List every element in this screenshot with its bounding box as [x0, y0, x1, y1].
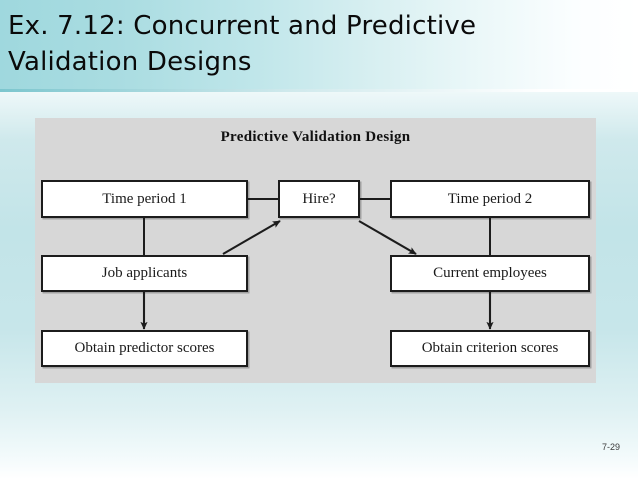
- node-obtain-criterion-scores: Obtain criterion scores: [390, 330, 590, 367]
- node-time-period-1: Time period 1: [41, 180, 248, 218]
- page-title: Ex. 7.12: Concurrent and Predictive Vali…: [8, 11, 477, 77]
- slide-title-band: Ex. 7.12: Concurrent and Predictive Vali…: [0, 0, 638, 92]
- node-current-employees: Current employees: [390, 255, 590, 292]
- connector-time-period-1-to-hire: [248, 198, 278, 200]
- node-hire: Hire?: [278, 180, 360, 218]
- figure-title: Predictive Validation Design: [220, 129, 411, 145]
- arrow-hire-to-current-employees: [358, 220, 417, 255]
- connector-time-period-1-to-job-applicants: [143, 218, 145, 255]
- node-job-applicants: Job applicants: [41, 255, 248, 292]
- page-number: 7-29: [601, 442, 620, 452]
- connector-time-period-2-to-current-employees: [489, 218, 491, 255]
- node-obtain-predictor-scores: Obtain predictor scores: [41, 330, 248, 367]
- arrow-job-applicants-to-hire: [222, 220, 281, 255]
- node-time-period-2: Time period 2: [390, 180, 590, 218]
- figure-panel: Predictive Validation Design Time period…: [35, 118, 596, 383]
- connector-hire-to-time-period-2: [360, 198, 390, 200]
